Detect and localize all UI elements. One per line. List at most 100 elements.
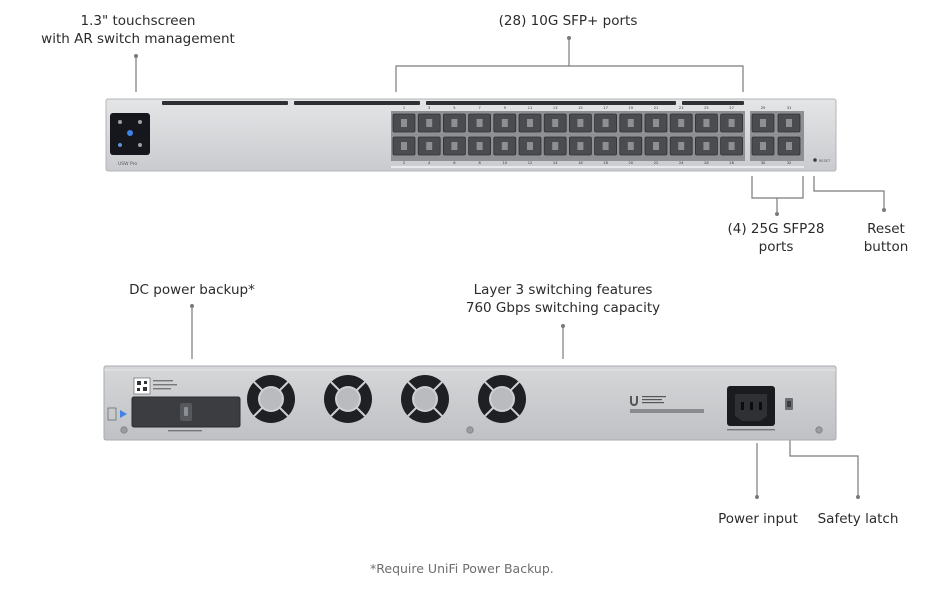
port-number-23: 23 xyxy=(679,106,684,110)
sfp-plus-bracket xyxy=(395,65,744,92)
port-number-18: 18 xyxy=(603,161,608,165)
sfp28-port-29-latch xyxy=(760,119,766,127)
sfp28-bracket xyxy=(751,176,804,199)
port-number-5: 5 xyxy=(453,106,455,110)
sfp-plus-port-26-latch xyxy=(703,142,710,150)
port-number-10: 10 xyxy=(503,161,508,165)
sfp28-numbers-bottom: 30 32 xyxy=(761,161,792,165)
port-number-13: 13 xyxy=(553,106,558,110)
dc-backup-label: DC power backup* xyxy=(129,282,255,298)
port-number-3: 3 xyxy=(428,106,430,110)
port-number-30: 30 xyxy=(761,161,766,165)
touchscreen-label-line2: with AR switch management xyxy=(41,31,235,47)
sfp28-label: (4) 25G SFP28 ports xyxy=(706,220,846,256)
sfp-plus-port-27-latch xyxy=(728,119,735,127)
sfp-plus-port-8-latch xyxy=(476,142,483,150)
compliance-marks xyxy=(630,396,704,413)
port-number-20: 20 xyxy=(629,161,634,165)
reset-leader xyxy=(813,176,885,210)
sfp-plus-port-22-latch xyxy=(653,142,659,150)
footnote: *Require UniFi Power Backup. xyxy=(370,561,554,576)
port-number-12: 12 xyxy=(528,161,533,165)
switch-rear-panel xyxy=(103,365,837,441)
touchscreen-label: 1.3" touchscreen with AR switch manageme… xyxy=(18,12,258,48)
dc-power-backup-port xyxy=(131,396,241,432)
sfp28-label-line1: (4) 25G SFP28 xyxy=(727,221,825,237)
model-label: USW Pro xyxy=(118,161,137,167)
sfp-plus-label: (28) 10G SFP+ ports xyxy=(498,13,638,29)
reset-button-hole xyxy=(813,158,817,162)
sfp-plus-port-5-latch xyxy=(451,119,458,127)
reset-label-line1: Reset xyxy=(867,221,905,237)
layer3-label-line1: Layer 3 switching features xyxy=(473,282,653,298)
sfp28-ports xyxy=(751,113,801,156)
sfp-plus-ports xyxy=(392,113,743,156)
sfp-plus-port-17-latch xyxy=(602,119,609,127)
rear-screws xyxy=(120,426,823,434)
port-number-24: 24 xyxy=(679,161,684,165)
port-number-21: 21 xyxy=(654,106,659,110)
sfp-plus-port-24-latch xyxy=(678,142,685,150)
sfp-plus-port-10-latch xyxy=(501,142,508,150)
sfp-plus-port-13-latch xyxy=(552,119,559,127)
safety-latch xyxy=(785,398,793,410)
sfp-plus-port-9-latch xyxy=(501,119,508,127)
touchscreen-display xyxy=(110,113,150,155)
port-number-19: 19 xyxy=(629,106,634,110)
port-number-8: 8 xyxy=(478,161,481,165)
sfp28-port-30-latch xyxy=(760,142,766,150)
port-number-14: 14 xyxy=(553,161,558,165)
sfp-plus-port-2-latch xyxy=(401,142,407,150)
port-number-15: 15 xyxy=(578,106,583,110)
sfp-plus-port-14-latch xyxy=(552,142,559,150)
port-number-27: 27 xyxy=(729,106,734,110)
sfp-plus-port-19-latch xyxy=(627,119,634,127)
sfp28-port-31-latch xyxy=(786,119,792,127)
power-inlet xyxy=(727,386,775,431)
sfp-plus-port-3-latch xyxy=(426,119,433,127)
port-number-17: 17 xyxy=(603,106,608,110)
port-number-16: 16 xyxy=(578,161,583,165)
port-number-31: 31 xyxy=(787,106,792,110)
sfp28-port-32-latch xyxy=(786,142,792,150)
port-number-6: 6 xyxy=(453,161,456,165)
sfp-plus-port-18-latch xyxy=(602,142,609,150)
port-number-25: 25 xyxy=(704,106,709,110)
sfp-plus-port-16-latch xyxy=(577,142,584,150)
sfp-plus-port-1-latch xyxy=(401,119,407,127)
port-number-7: 7 xyxy=(478,106,480,110)
layer3-label-line2: 760 Gbps switching capacity xyxy=(465,300,661,316)
sfp-plus-port-7-latch xyxy=(476,119,483,127)
port-number-1: 1 xyxy=(403,106,405,110)
port-number-26: 26 xyxy=(704,161,709,165)
sfp-plus-port-21-latch xyxy=(653,119,659,127)
sfp-plus-port-4-latch xyxy=(426,142,433,150)
port-number-32: 32 xyxy=(787,161,792,165)
leader-lines-top xyxy=(135,38,885,214)
safety-latch-label: Safety latch xyxy=(817,511,899,527)
sfp-plus-port-20-latch xyxy=(627,142,634,150)
reset-label: Reset button xyxy=(846,220,926,256)
sfp28-label-line2: ports xyxy=(758,239,794,255)
port-number-2: 2 xyxy=(403,161,405,165)
port-number-9: 9 xyxy=(504,106,507,110)
port-number-22: 22 xyxy=(654,161,659,165)
reset-mark: RESET xyxy=(819,159,831,163)
sfp-plus-port-23-latch xyxy=(678,119,685,127)
ubiquiti-logo-icon xyxy=(630,396,638,406)
layer3-label: Layer 3 switching features 760 Gbps swit… xyxy=(443,281,683,317)
power-input-label: Power input xyxy=(718,511,798,527)
sfp-plus-port-25-latch xyxy=(703,119,710,127)
port-number-28: 28 xyxy=(729,161,734,165)
touchscreen-label-line1: 1.3" touchscreen xyxy=(80,13,196,29)
qr-code-icon xyxy=(133,377,151,395)
sfp-plus-port-15-latch xyxy=(577,119,584,127)
port-number-11: 11 xyxy=(528,106,533,110)
sfp-plus-port-11-latch xyxy=(527,119,533,127)
sfp-plus-port-6-latch xyxy=(451,142,458,150)
